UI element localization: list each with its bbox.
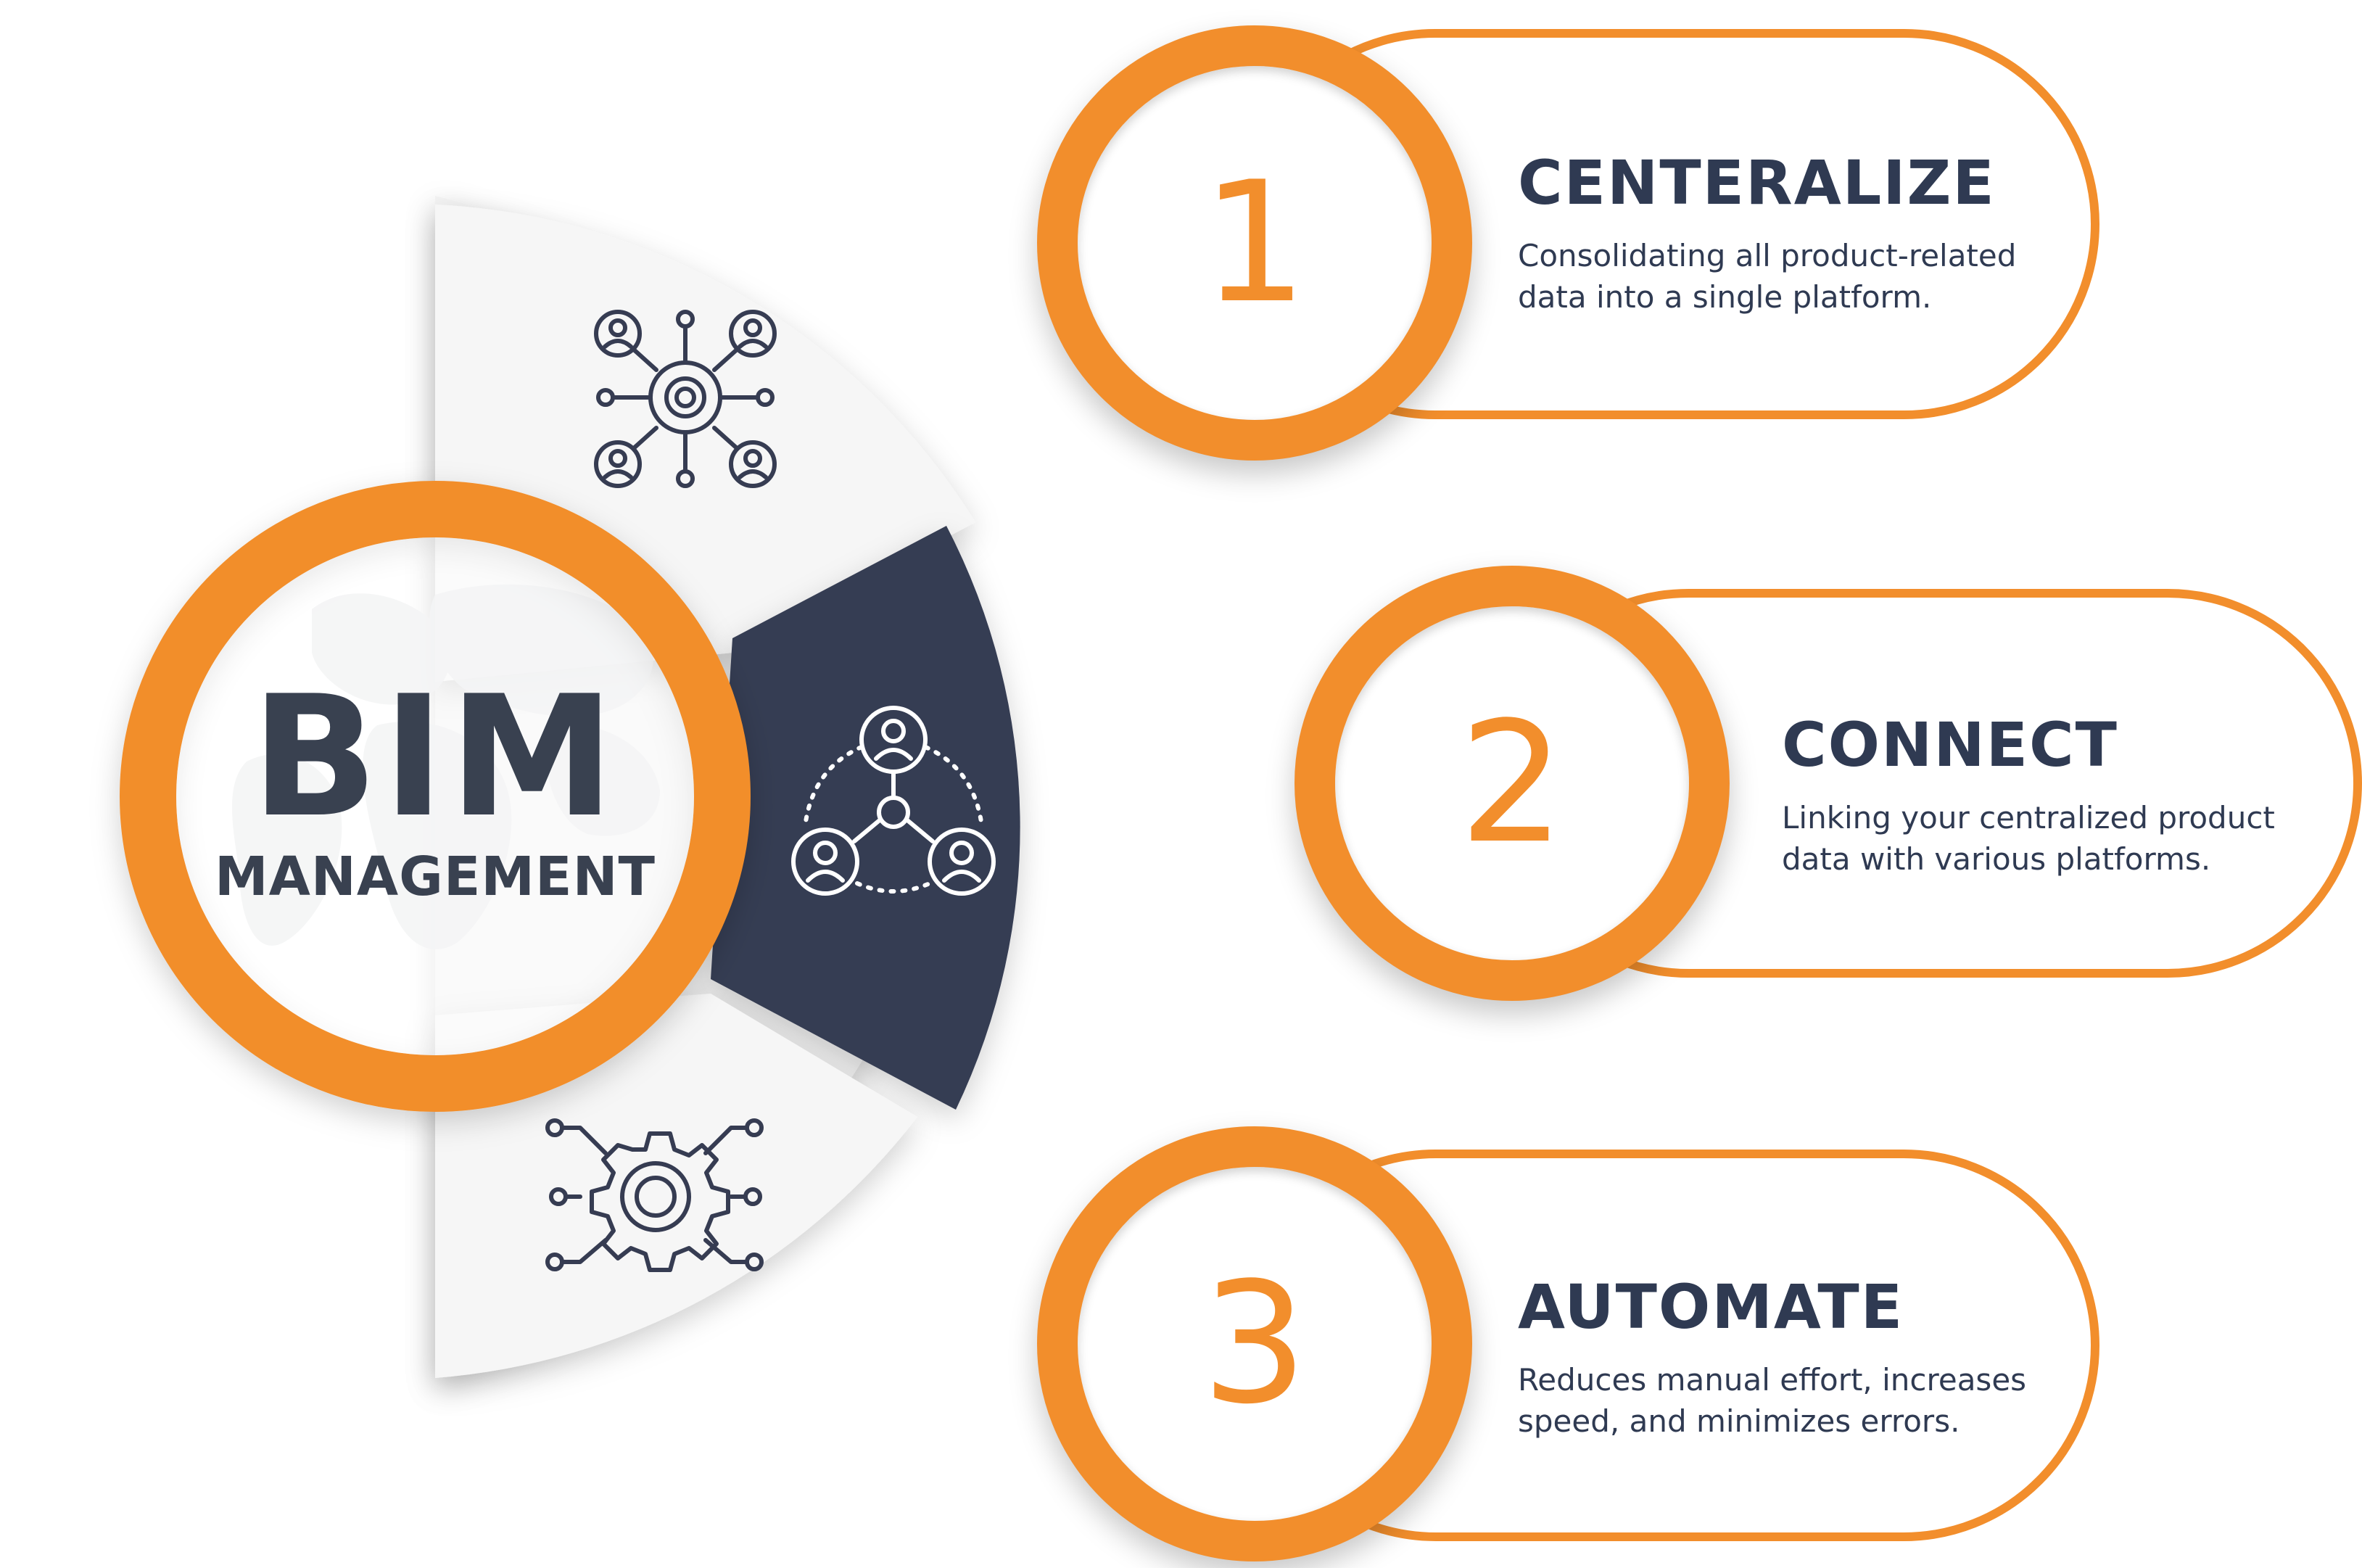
center-title: BIM: [251, 661, 619, 854]
step-3-text: AUTOMATE Reduces manual effort, increase…: [1518, 1276, 2026, 1442]
center-title-block: BIM MANAGEMENT: [167, 674, 703, 904]
segment-middle: [711, 526, 1020, 1110]
circuit-gear-icon: [545, 1118, 764, 1272]
step-3-number: 3: [1201, 1247, 1308, 1441]
connected-users-icon: [791, 706, 996, 896]
step-1-title: CENTERALIZE: [1518, 147, 1996, 218]
center-subtitle: MANAGEMENT: [215, 846, 656, 908]
step-2-title: CONNECT: [1782, 709, 2118, 780]
step-1-description: Consolidating all product-related data i…: [1518, 238, 2017, 315]
step-1-number: 1: [1201, 146, 1308, 340]
step-2-number: 2: [1458, 686, 1566, 880]
step-3-description: Reduces manual effort, increases speed, …: [1518, 1362, 2027, 1439]
step-2-description: Linking your centralized product data wi…: [1782, 800, 2275, 877]
step-3-number-ring: 3: [1037, 1126, 1472, 1561]
step-1-text: CENTERALIZE Consolidating all product-re…: [1518, 152, 2016, 318]
step-1-number-ring: 1: [1037, 25, 1472, 461]
step-2-number-ring: 2: [1294, 566, 1730, 1001]
step-3-title: AUTOMATE: [1518, 1271, 1904, 1342]
network-gear-users-icon: [594, 310, 777, 488]
segment-bottom: [435, 994, 917, 1378]
center-ring: [120, 481, 751, 1112]
step-2-text: CONNECT Linking your centralized product…: [1782, 714, 2275, 880]
